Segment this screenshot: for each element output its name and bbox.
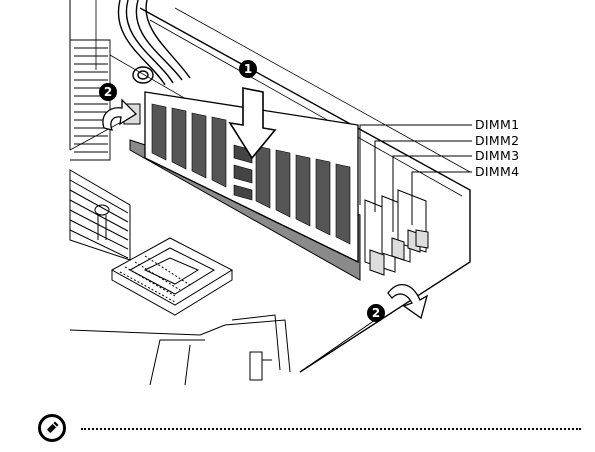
dimm1-label: DIMM1: [475, 118, 519, 132]
step2-callout-right: 2: [367, 304, 385, 322]
dimm2-label: DIMM2: [475, 134, 519, 148]
step1-callout: 1: [239, 60, 257, 78]
dimm-slots: [124, 92, 428, 280]
note-pencil-icon: [37, 413, 67, 443]
memory-module-drawing: [0, 0, 595, 385]
note-block: [37, 413, 577, 443]
dimm-installation-illustration: 1 2 2 DIMM1 DIMM2 DIMM3 DIMM4: [0, 0, 595, 385]
dimm4-label: DIMM4: [475, 165, 519, 179]
dimm3-label: DIMM3: [475, 149, 519, 163]
step2-callout-left: 2: [99, 83, 117, 101]
note-dotted-rule: [81, 428, 581, 430]
clip-close-arrow-right: [388, 285, 427, 318]
heatsink: [70, 170, 130, 260]
